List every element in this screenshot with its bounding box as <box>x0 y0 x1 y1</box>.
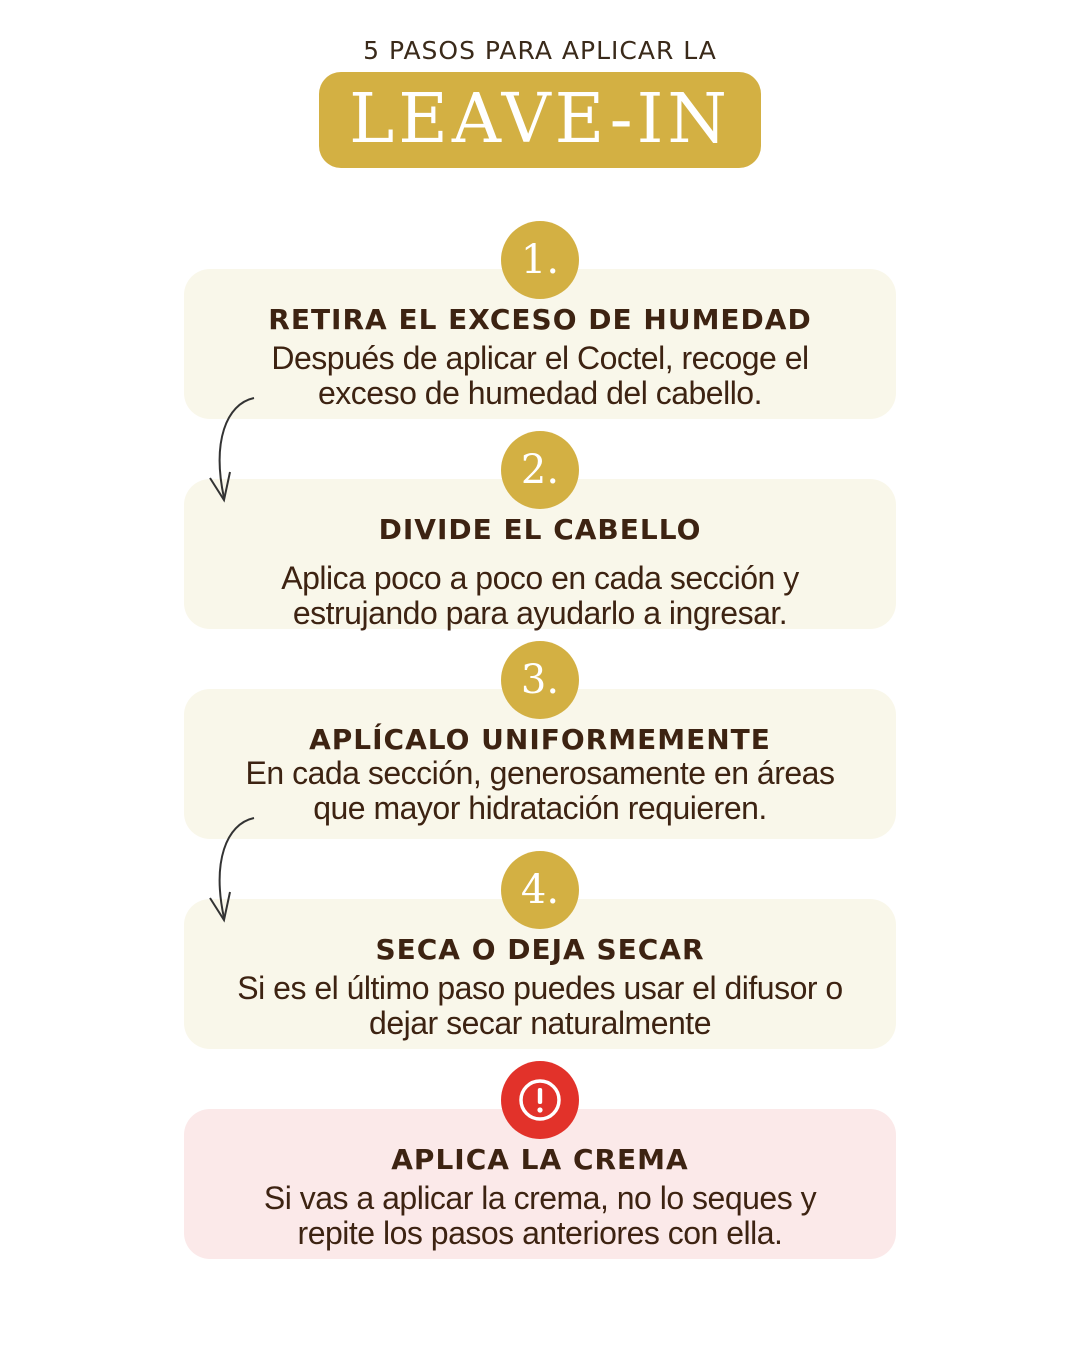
step-card-3: APLÍCALO UNIFORMEMENTE En cada sección, … <box>184 689 896 839</box>
step-description-line: Aplica poco a poco en cada sección y <box>281 560 799 596</box>
step-description-line: exceso de humedad del cabello. <box>318 375 762 411</box>
warning-title: APLICA LA CREMA <box>391 1143 689 1176</box>
step-description: Si es el último paso puedes usar el difu… <box>204 971 876 1041</box>
step-title: DIVIDE EL CABELLO <box>378 513 702 546</box>
step-description-line: En cada sección, generosamente en áreas <box>245 755 835 791</box>
warning-description: Si vas a aplicar la crema, no lo seques … <box>204 1181 876 1251</box>
step-title: APLÍCALO UNIFORMEMENTE <box>309 723 771 756</box>
step-description-line: Si es el último paso puedes usar el difu… <box>237 970 843 1006</box>
step-title: SECA O DEJA SECAR <box>375 933 705 966</box>
warning-badge <box>501 1061 579 1139</box>
curved-arrow-icon <box>209 397 255 503</box>
step-description-line: que mayor hidratación requieren. <box>313 790 767 826</box>
step-description: En cada sección, generosamente en áreas … <box>204 756 876 826</box>
warning-description-line: repite los pasos anteriores con ella. <box>297 1215 783 1251</box>
curved-arrow-icon <box>209 817 255 923</box>
warning-description-line: Si vas a aplicar la crema, no lo seques … <box>263 1180 817 1216</box>
step-description-line: dejar secar naturalmente <box>369 1005 711 1041</box>
step-description: Aplica poco a poco en cada sección y est… <box>204 561 876 631</box>
step-number-badge: 3. <box>501 641 579 719</box>
page-title: LEAVE-IN <box>349 80 731 159</box>
page-subtitle: 5 PASOS PARA APLICAR LA <box>363 36 717 65</box>
exclamation-circle-icon <box>519 1079 561 1121</box>
step-number-badge: 4. <box>501 851 579 929</box>
step-description-line: Después de aplicar el Coctel, recoge el <box>271 340 809 376</box>
step-number-badge: 2. <box>501 431 579 509</box>
step-number-badge: 1. <box>501 221 579 299</box>
title-banner: LEAVE-IN <box>319 72 761 168</box>
step-description-line: estrujando para ayudarlo a ingresar. <box>292 595 788 631</box>
step-title: RETIRA EL EXCESO DE HUMEDAD <box>268 303 812 336</box>
step-description: Después de aplicar el Coctel, recoge el … <box>204 341 876 411</box>
